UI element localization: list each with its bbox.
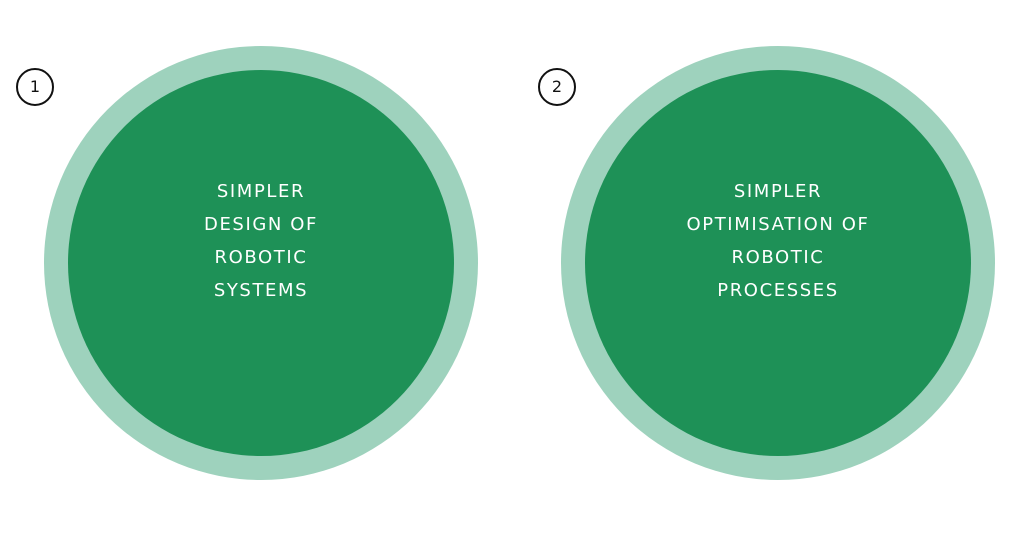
step-badge-1-label: 1 [29, 77, 41, 96]
inner-disc-1 [68, 70, 454, 456]
step-badge-2: 2 [538, 68, 576, 106]
inner-disc-2 [585, 70, 971, 456]
step-badge-2-label: 2 [551, 77, 563, 96]
concentric-circle-2: SIMPLER OPTIMISATION OF ROBOTIC PROCESSE… [561, 46, 995, 480]
concentric-circle-1: SIMPLER DESIGN OF ROBOTIC SYSTEMS [44, 46, 478, 480]
step-badge-1: 1 [16, 68, 54, 106]
